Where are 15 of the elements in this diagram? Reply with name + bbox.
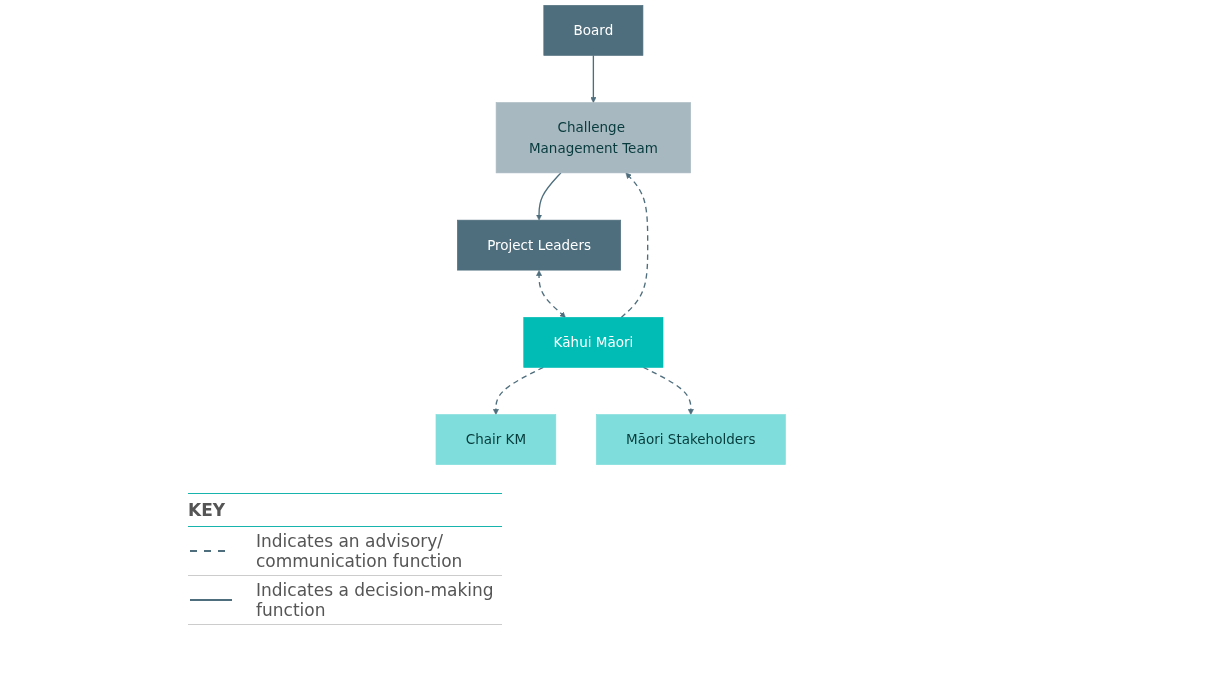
key-heading: KEY bbox=[188, 493, 502, 527]
node-box: Board bbox=[543, 5, 644, 56]
node-box: Project Leaders bbox=[456, 219, 621, 271]
node-box: Challenge Management Team bbox=[495, 102, 691, 174]
node-box: Kāhui Māori bbox=[523, 317, 664, 368]
node-box: Chair KM bbox=[435, 414, 556, 465]
legend-text: Indicates an advisory/ communication function bbox=[256, 531, 464, 571]
arrow bbox=[590, 54, 597, 103]
arrow bbox=[642, 366, 694, 415]
node-box: Māori Stakeholders bbox=[595, 414, 786, 465]
arrow bbox=[492, 366, 544, 415]
arrow bbox=[620, 172, 649, 319]
arrow bbox=[535, 172, 562, 221]
arrow bbox=[535, 270, 566, 318]
legend-text: Indicates a decision-making function bbox=[256, 580, 495, 620]
